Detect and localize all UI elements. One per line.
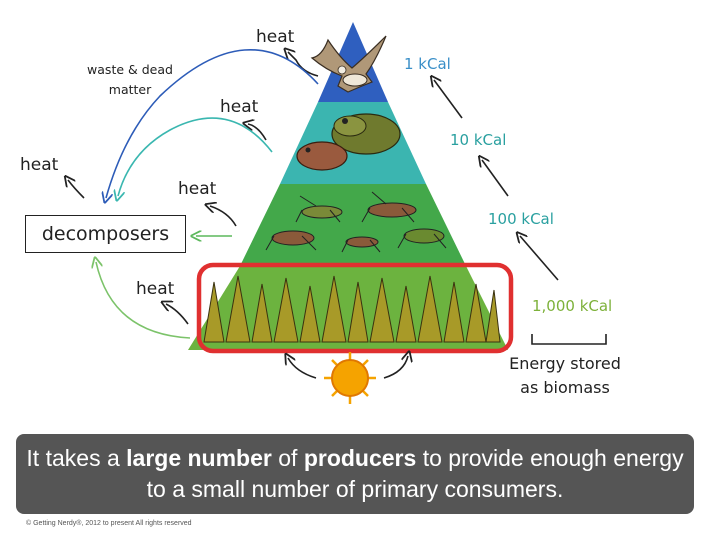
energy-arrow-1 [520,236,559,281]
energy-label-producers: 1,000 kCal [532,297,613,315]
sun-arrow-right [383,356,408,379]
sun-icon [324,352,376,404]
producers-highlight [196,262,514,354]
caption-text: It takes a large number of producers to … [26,445,684,502]
energy-label-top: 1 kCal [404,55,451,73]
sun-arrow-left [288,358,317,379]
grasshopper-icon [265,191,447,253]
waste-arrow-teal [118,117,273,196]
frog-icon [296,113,401,171]
hawk-icon [310,35,387,93]
waste-arrow-lightgreen [96,262,191,339]
energy-label-frogs: 10 kCal [450,131,507,149]
heat-label-top: heat [256,27,295,47]
heat-label-frogs: heat [220,97,259,117]
heat-label-decomposers: heat [20,155,59,175]
energy-arrow-3 [434,80,463,119]
caption-banner: It takes a large number of producers to … [16,434,694,514]
heat-arrow-frogs [248,124,267,141]
grass-icon [203,275,501,343]
energy-arrow-2 [482,160,509,197]
biomass-bracket [531,334,607,345]
heat-arrow-decomposers [68,180,85,199]
waste-arrow-blue [106,48,319,198]
heat-arrow-producers [166,304,189,325]
heat-label-grasshoppers: heat [178,179,217,199]
waste-dead-matter-label: waste & dead matter [87,62,173,97]
heat-arrow-grasshoppers [210,206,237,227]
energy-label-grasshoppers: 100 kCal [488,210,554,228]
energy-stored-biomass-label: Energy stored as biomass [509,354,621,397]
copyright-notice: © Getting Nerdy®, 2012 to present All ri… [26,520,192,527]
pyramid-tier-grasshoppers [240,184,466,266]
heat-arrow-top [288,52,319,77]
decomposers-box: decomposers [25,215,186,253]
heat-label-producers: heat [136,279,175,299]
